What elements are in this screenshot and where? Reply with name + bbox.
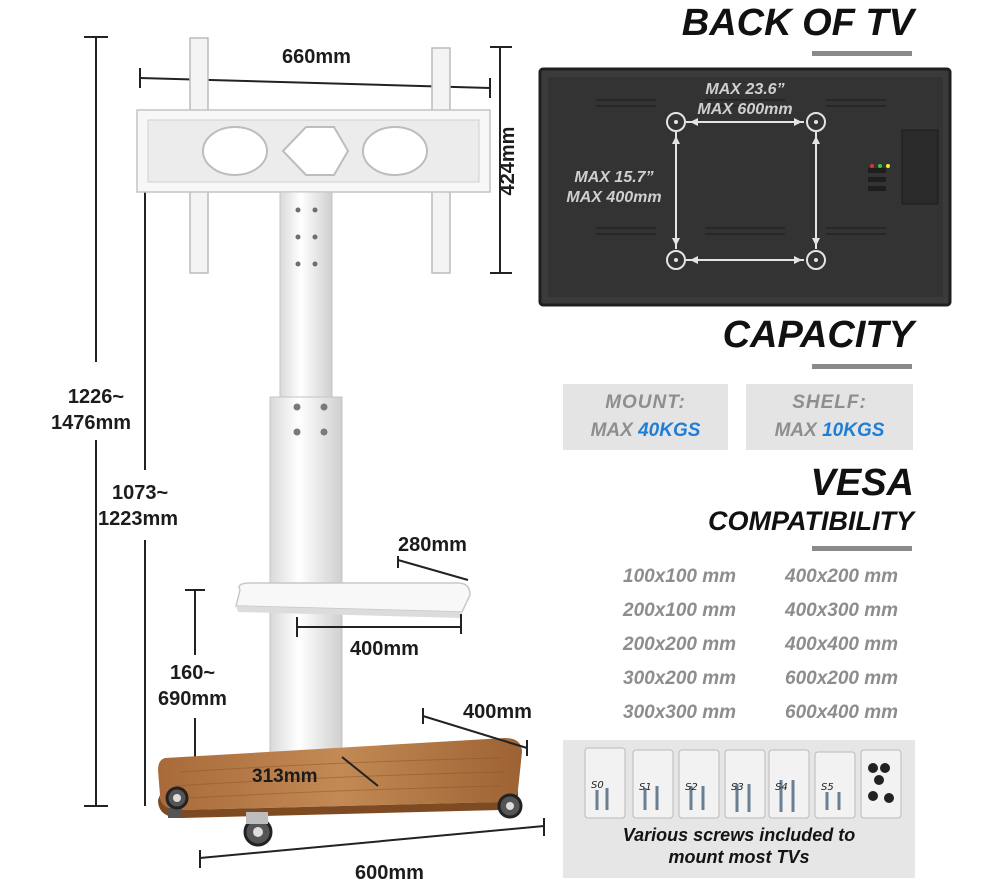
mount-capacity-value: 40KGS xyxy=(638,420,701,441)
mount-width-label: 660mm xyxy=(282,46,351,68)
shelf-capacity-box: SHELF: MAX 10KGS xyxy=(746,384,913,450)
base-inner-label: 313mm xyxy=(252,766,318,787)
center-height-line xyxy=(137,149,153,806)
bag-label-s4: S4 xyxy=(775,782,788,793)
heading-rule xyxy=(812,546,912,551)
vesa-size-item: 400x300 mm xyxy=(785,600,899,621)
base-depth-line xyxy=(422,708,528,756)
vesa-size-item: 200x100 mm xyxy=(623,600,737,621)
base-width-line xyxy=(199,818,545,868)
heading-rule xyxy=(812,51,912,56)
vesa-heading: VESA xyxy=(810,462,914,504)
bag-label-s0: S0 xyxy=(591,780,604,791)
base-inner-line xyxy=(341,756,379,787)
shelf-height-label: 160~ 690mm xyxy=(158,662,227,710)
upper-pole xyxy=(279,191,333,398)
vesa-size-item: 600x200 mm xyxy=(785,668,899,689)
center-height-label: 1073~ 1223mm xyxy=(98,482,179,530)
base-width-label: 600mm xyxy=(355,862,424,884)
shelf-width-line xyxy=(296,614,462,637)
bag-label-s2: S2 xyxy=(685,782,698,793)
shelf xyxy=(235,582,471,618)
mount-capacity-box: MOUNT: MAX 40KGS xyxy=(563,384,728,450)
caster-wheels xyxy=(165,786,523,847)
compatibility-heading: COMPATIBILITY xyxy=(708,506,914,536)
screws-caption: Various screws included to mount most TV… xyxy=(622,825,856,867)
mount-height-line xyxy=(490,46,512,274)
lower-pole xyxy=(269,396,343,756)
bag-label-s1: S1 xyxy=(639,782,652,793)
back-of-tv-heading: BACK OF TV xyxy=(681,2,914,44)
screw-bags-image: S0 S1 S2 S3 S4 S5 xyxy=(584,747,902,819)
bag-label-s5: S5 xyxy=(821,782,834,793)
vesa-size-item: 100x100 mm xyxy=(623,566,737,587)
shelf-depth-line xyxy=(397,556,469,581)
total-height-line xyxy=(84,36,108,807)
mount-height-label: 424mm xyxy=(497,126,519,196)
vesa-size-item: 300x300 mm xyxy=(623,702,737,723)
vesa-size-item: 200x200 mm xyxy=(623,634,737,655)
vesa-hole-pattern xyxy=(666,112,826,270)
capacity-heading: CAPACITY xyxy=(722,314,914,356)
tv-max-height-label: MAX 15.7” MAX 400mm xyxy=(566,169,662,206)
vesa-size-item: 400x200 mm xyxy=(785,566,899,587)
bag-label-s3: S3 xyxy=(731,782,744,793)
tv-back-panel xyxy=(538,67,952,307)
vesa-size-item: 600x400 mm xyxy=(785,702,899,723)
vesa-size-item: 400x400 mm xyxy=(785,634,899,655)
vesa-size-item: 300x200 mm xyxy=(623,668,737,689)
shelf-width-label: 400mm xyxy=(350,638,419,660)
vesa-plate xyxy=(136,109,491,193)
total-height-label: 1226~ 1476mm xyxy=(50,386,132,434)
base-depth-label: 400mm xyxy=(463,701,532,723)
screws-panel: S0 S1 S2 S3 S4 S5 Various screws include… xyxy=(563,740,915,878)
heading-rule xyxy=(812,364,912,369)
tv-max-width-label: MAX 23.6” MAX 600mm xyxy=(697,81,793,118)
shelf-capacity-value: 10KGS xyxy=(822,420,885,441)
wooden-base xyxy=(158,738,522,818)
shelf-depth-label: 280mm xyxy=(398,534,467,556)
